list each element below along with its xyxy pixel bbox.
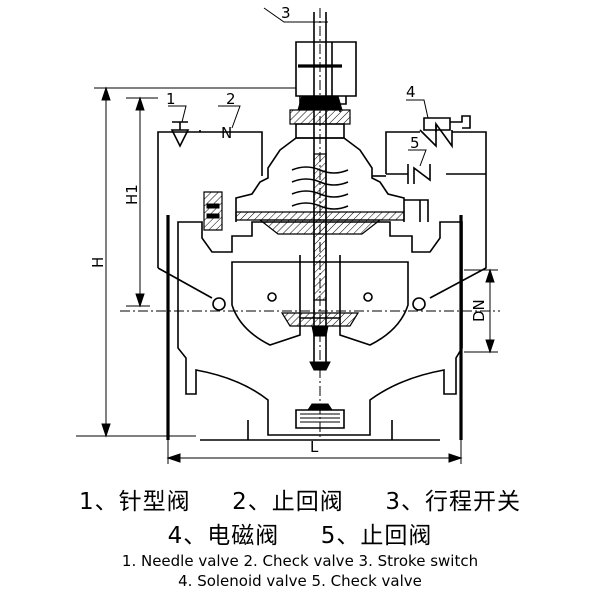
check-valve-symbol: N bbox=[221, 124, 232, 142]
callout-3: 3 bbox=[281, 4, 291, 22]
callout-1: 1 bbox=[166, 90, 176, 108]
left-port bbox=[212, 297, 226, 311]
legend-chinese-line-2: 4、电磁阀 5、止回阀 bbox=[167, 523, 433, 549]
needle-valve-symbol bbox=[170, 121, 190, 148]
center-port-left bbox=[267, 292, 277, 302]
bonnet bbox=[203, 95, 429, 235]
callout-leaders bbox=[168, 7, 429, 167]
check-valve-5-symbol bbox=[407, 164, 431, 184]
dimension-H: H bbox=[89, 257, 107, 268]
legend-english-line-1: 1. Needle valve 2. Check valve 3. Stroke… bbox=[121, 552, 479, 570]
callout-2: 2 bbox=[226, 90, 236, 108]
callout-4: 4 bbox=[406, 83, 416, 101]
legend-english-line-2: 4. Solenoid valve 5. Check valve bbox=[178, 572, 422, 590]
center-port-right bbox=[363, 292, 373, 302]
legend-chinese-line-1: 1、针型阀 2、止回阀 3、行程开关 bbox=[78, 489, 521, 515]
dimension-DN: DN bbox=[470, 299, 488, 322]
solenoid-valve-symbol bbox=[419, 115, 471, 149]
right-port bbox=[412, 297, 426, 311]
stroke-switch bbox=[295, 41, 357, 112]
pilot-line bbox=[157, 130, 487, 299]
dimension-L: L bbox=[310, 438, 319, 456]
dimension-H1: H1 bbox=[123, 184, 141, 205]
valve-body bbox=[166, 215, 463, 441]
callout-5: 5 bbox=[410, 134, 420, 152]
dimension-lines bbox=[76, 86, 498, 464]
valve-stem bbox=[309, 12, 331, 371]
